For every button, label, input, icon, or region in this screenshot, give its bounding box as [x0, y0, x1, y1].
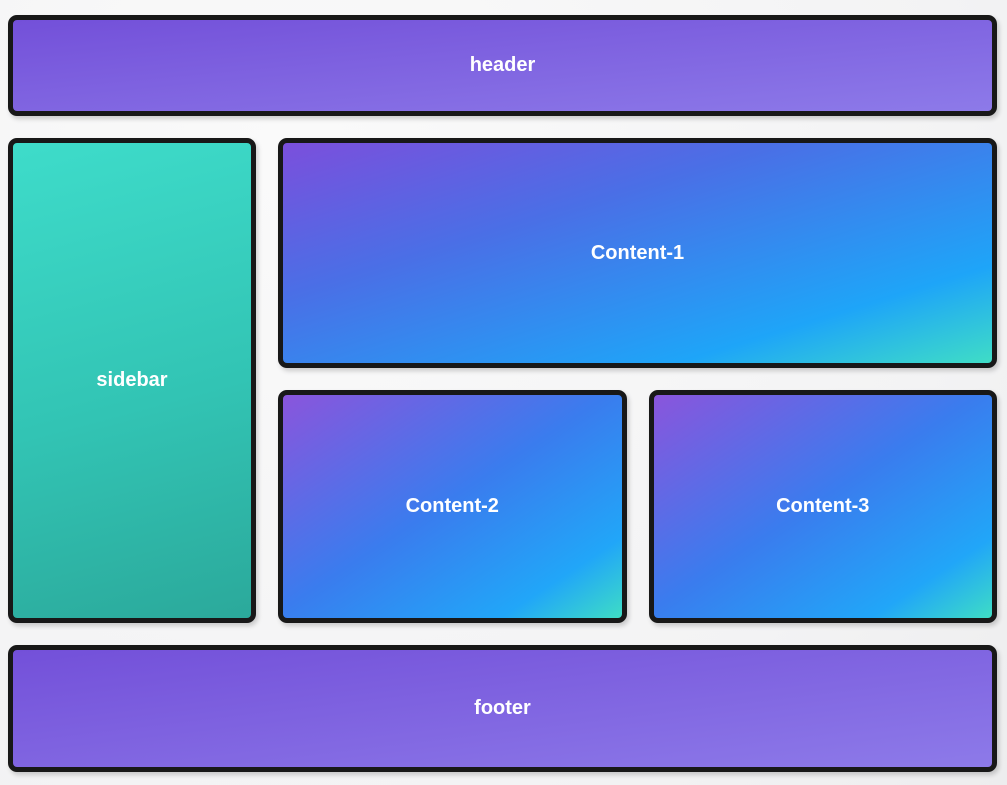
sidebar-panel: sidebar	[8, 138, 256, 623]
content-1-label: Content-1	[590, 241, 685, 264]
header-label: header	[469, 54, 536, 76]
content-3-label: Content-3	[776, 495, 870, 517]
content-2-label: Content-2	[405, 495, 499, 517]
footer-panel: footer	[8, 645, 997, 772]
sidebar-label: sidebar	[96, 369, 168, 391]
header-panel: header	[8, 15, 997, 116]
footer-label: footer	[474, 697, 531, 719]
content-1-panel: Content-1	[278, 138, 997, 368]
content-3-panel: Content-3	[648, 390, 997, 623]
content-2-panel: Content-2	[278, 390, 627, 623]
